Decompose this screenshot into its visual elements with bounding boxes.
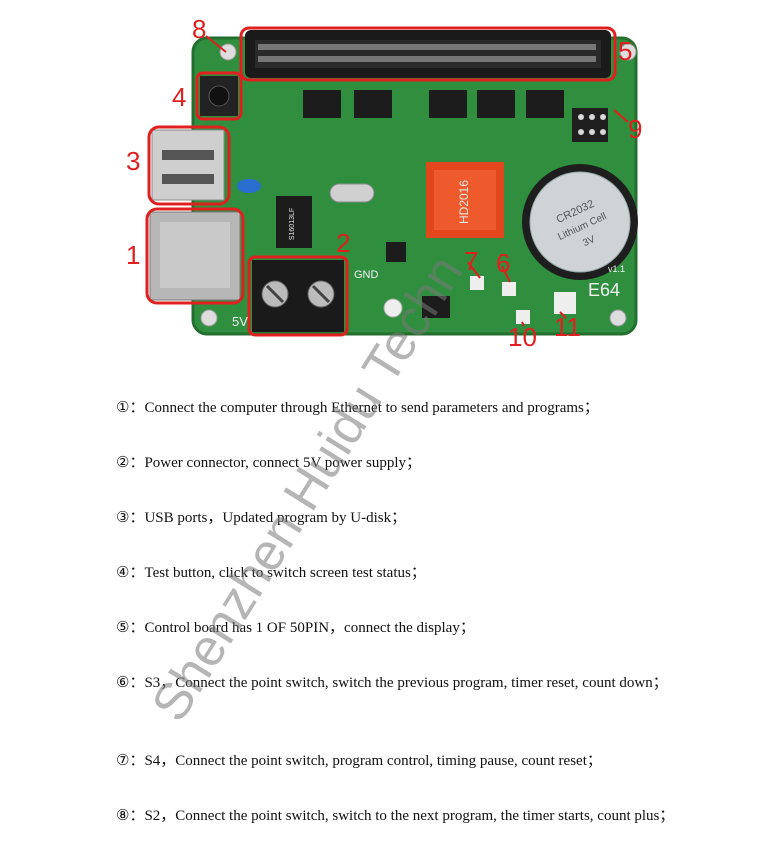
item-marker: ⑤ [116,620,130,636]
control-board-figure: S16013LF HD2016 CR2032 Lithium Cell 3V [118,0,648,352]
callout-box-1 [145,207,245,305]
mount-hole [619,43,637,61]
callout-number: 10 [508,322,537,352]
callout-number: 8 [192,14,206,44]
desc-item-5: ⑤：Control board has 1 OF 50PIN，connect t… [116,612,676,644]
pad-s3 [502,282,516,296]
connector-chip-label: S16013LF [289,208,296,240]
desc-item-1: ①：Connect the computer through Ethernet … [116,392,676,424]
item-marker: ⑧ [116,808,130,824]
driver-chips [303,90,564,118]
item-text: ：Connect the computer through Ethernet t… [129,400,599,416]
mount-hole [219,43,237,61]
item-text: ：Power connector, connect 5V power suppl… [129,455,422,471]
callout-number: 9 [628,114,642,144]
desc-item-2: ②：Power connector, connect 5V power supp… [116,447,676,479]
small-chip [386,242,406,262]
item-marker: ④ [116,565,130,581]
crystal [329,183,375,203]
callout-number: 11 [554,312,581,342]
callout-lines [205,35,629,327]
callout-number: 2 [336,228,350,258]
desc-item-6: ⑥：S3，Connect the point switch, switch th… [116,667,676,699]
pad-10 [516,310,530,324]
item-text: ：S2，Connect the point switch, switch to … [129,808,675,824]
item-marker: ② [116,455,130,471]
silk-gnd: GND [354,269,379,281]
jumper-pins [572,108,608,142]
item-text: ：S3，Connect the point switch, switch the… [129,675,668,691]
callout-number: 6 [496,248,510,278]
mount-hole [609,309,627,327]
callout-box-2 [247,255,349,337]
item-marker: ⑥ [116,675,130,691]
item-text: ：Control board has 1 OF 50PIN，connect th… [129,620,475,636]
callout-box-5 [239,26,617,82]
silk-board-id: E64 [588,280,620,300]
item-text: ：Test button, click to switch screen tes… [129,565,426,581]
silk-version: v1.1 [608,264,625,274]
item-marker: ① [116,400,130,416]
capacitor [237,179,261,193]
callout-number: 3 [126,146,140,176]
led [383,298,403,318]
pad-11 [554,292,576,314]
item-text: ：USB ports，Updated program by U-disk； [129,510,407,526]
callout-number: 1 [126,240,140,270]
callout-number: 7 [464,246,478,276]
desc-item-4: ④：Test button, click to switch screen te… [116,557,676,589]
pad-s4 [470,276,484,290]
desc-item-8: ⑧：S2，Connect the point switch, switch to… [116,800,676,832]
callout-box-4 [195,71,243,121]
desc-item-7: ⑦：S4，Connect the point switch, program c… [116,745,676,777]
callout-box-3 [147,125,231,206]
main-chip-label: HD2016 [457,180,471,224]
desc-item-3: ③：USB ports，Updated program by U-disk； [116,502,676,534]
silk-5v: 5V [232,314,248,329]
item-text: ：S4，Connect the point switch, program co… [129,753,602,769]
connector-chip [276,196,312,248]
battery-label-3: 3V [581,234,597,249]
board-illustration: S16013LF HD2016 CR2032 Lithium Cell 3V [126,14,642,352]
small-chip [422,296,450,318]
callout-number: 5 [618,36,632,66]
coin-battery [529,171,631,273]
item-marker: ⑦ [116,753,130,769]
item-marker: ③ [116,510,130,526]
callout-number: 4 [172,82,186,112]
usb-port [151,129,225,201]
mount-hole [200,309,218,327]
